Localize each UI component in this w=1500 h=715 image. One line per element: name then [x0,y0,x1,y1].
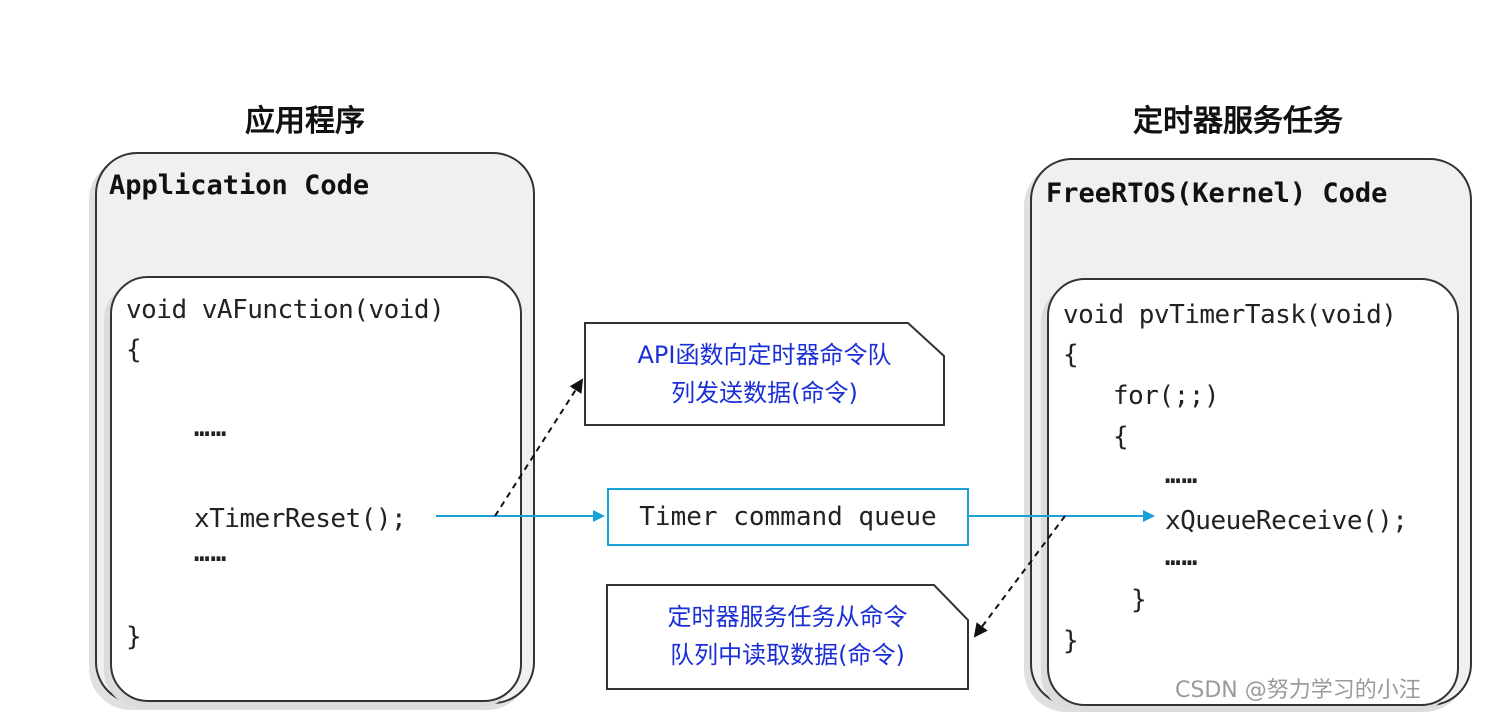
send-note-line: 列发送数据(命令) [671,379,858,407]
xtimerreset-call: xTimerReset(); [194,504,407,534]
code-line: } [1131,585,1147,615]
code-line: { [126,335,142,365]
timer-command-queue-label: Timer command queue [639,502,937,532]
xqueuereceive-call: xQueueReceive(); [1165,506,1408,536]
code-line: void vAFunction(void) [126,295,445,325]
watermark: CSDN @努力学习的小汪 [1175,678,1421,703]
receive-note: 定时器服务任务从命令 队列中读取数据(命令) [607,598,968,674]
code-line: void pvTimerTask(void) [1063,300,1397,330]
vafunction-box: void vAFunction(void) { …… xTimerReset()… [110,276,522,702]
send-note: API函数向定时器命令队 列发送数据(命令) [585,336,944,412]
code-line: { [1113,422,1129,452]
code-line: …… [1165,460,1199,490]
code-line: { [1063,340,1079,370]
timer-task-heading: 定时器服务任务 [1133,104,1343,139]
code-line: } [1063,626,1079,656]
code-line: } [126,622,142,652]
send-note-shape [584,322,945,426]
kernel-code-title: FreeRTOS(Kernel) Code [1046,178,1388,209]
code-line: …… [1165,542,1199,572]
receive-note-shape [606,584,969,690]
timer-command-queue: Timer command queue [607,488,969,546]
application-code-title: Application Code [109,170,370,201]
code-line: …… [194,538,228,568]
send-annotation-arrow [494,378,584,517]
kernel-code-box: FreeRTOS(Kernel) Code void pvTimerTask(v… [1030,158,1472,706]
code-line: …… [194,413,228,443]
send-note-line: API函数向定时器命令队 [637,341,892,369]
receive-annotation-arrow [973,515,1066,638]
pvtimertask-box: void pvTimerTask(void) { for(;;) { …… xQ… [1047,278,1459,706]
receive-note-line: 定时器服务任务从命令 [667,603,908,631]
application-code-box: Application Code void vAFunction(void) {… [95,152,535,704]
application-heading: 应用程序 [245,104,365,139]
code-line: for(;;) [1113,381,1220,411]
receive-note-line: 队列中读取数据(命令) [670,641,905,669]
